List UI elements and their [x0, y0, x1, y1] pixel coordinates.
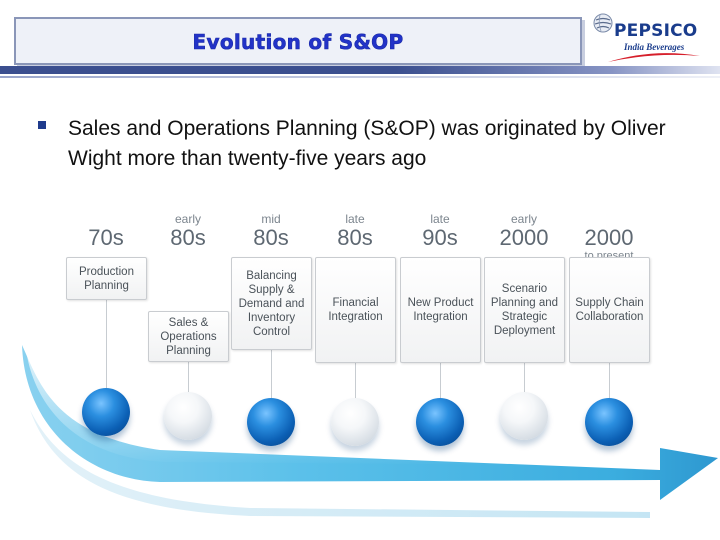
title-rule: [0, 66, 720, 74]
period-prefix: [64, 212, 148, 226]
title-box: Evolution of S&OP: [14, 17, 582, 65]
milestone-stem: [609, 363, 610, 398]
milestone-card: Scenario Planning and Strategic Deployme…: [484, 257, 565, 363]
milestone-ball: [82, 388, 130, 436]
milestone-stem: [524, 363, 525, 392]
milestone-ball: [585, 398, 633, 446]
milestone-card: Supply Chain Collaboration: [569, 257, 650, 363]
period-prefix: late: [345, 212, 365, 226]
milestone-card: Production Planning: [66, 257, 147, 300]
period-prefix: early: [510, 212, 537, 226]
slide-title: Evolution of S&OP: [192, 30, 404, 55]
period-main: 80s: [253, 225, 289, 250]
period-label: 70s: [64, 212, 148, 250]
milestone-stem: [271, 350, 272, 398]
milestone-stem: [106, 300, 107, 388]
milestone-card: New Product Integration: [400, 257, 481, 363]
period-main: 80s: [337, 225, 373, 250]
milestone-card: Financial Integration: [315, 257, 396, 363]
milestone-stem: [188, 362, 189, 392]
milestone-card: Balancing Supply & Demand and Inventory …: [231, 257, 312, 350]
globe-icon: [593, 13, 613, 33]
period-main: 2000: [584, 225, 634, 250]
period-prefix: early: [174, 212, 201, 226]
logo-subtitle: India Beverages: [624, 42, 685, 52]
bullet-text: Sales and Operations Planning (S&OP) was…: [68, 117, 666, 170]
milestone-ball: [500, 392, 548, 440]
milestone-ball: [416, 398, 464, 446]
milestone-card: Sales & Operations Planning: [148, 311, 229, 362]
milestone-ball: [331, 398, 379, 446]
period-prefix: mid: [261, 212, 281, 226]
logo-swoosh-icon: [608, 53, 700, 62]
milestone-ball: [247, 398, 295, 446]
milestone-stem: [440, 363, 441, 398]
period-prefix: late: [430, 212, 450, 226]
logo-name: PEPSICO: [614, 21, 698, 41]
pepsico-logo: PEPSICO India Beverages: [592, 12, 710, 64]
milestone-stem: [355, 363, 356, 398]
period-main: 80s: [170, 225, 206, 250]
period-prefix: [567, 212, 651, 226]
bullet-square-icon: [38, 121, 46, 129]
period-main: 2000: [499, 225, 549, 250]
period-main: 90s: [422, 225, 458, 250]
milestone-ball: [164, 392, 212, 440]
title-rule-thin: [0, 76, 720, 78]
period-main: 70s: [88, 225, 124, 250]
timeline-arrow: [22, 345, 718, 518]
